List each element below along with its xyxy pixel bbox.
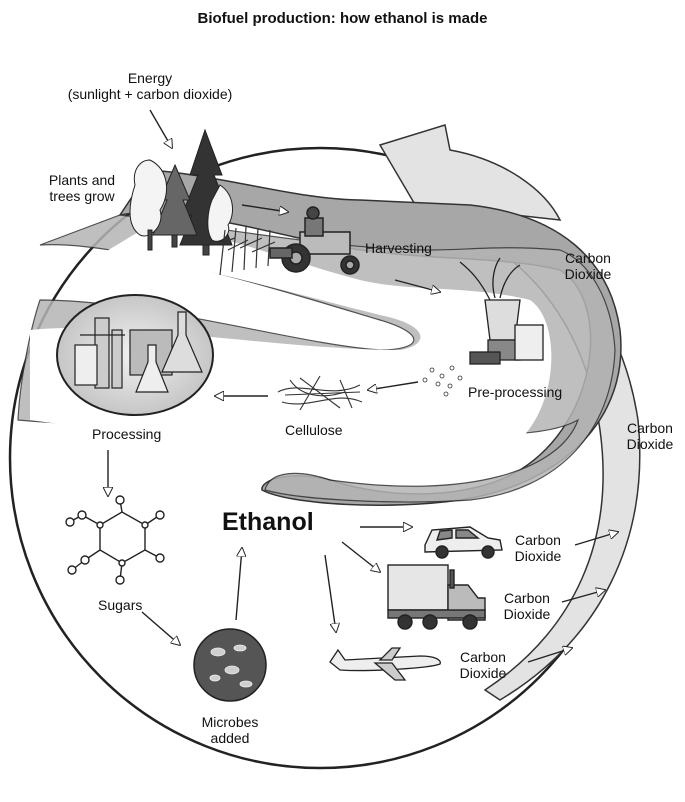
preprocess-to-cellulose-arrow — [368, 381, 419, 390]
ethanol-to-plane-arrow — [324, 554, 336, 632]
co2-car-line1: Carbon — [515, 532, 561, 548]
airplane-icon — [329, 647, 441, 681]
harvesting-label: Harvesting — [365, 240, 432, 256]
co2-top-line1: Carbon — [565, 250, 611, 266]
cellulose-label: Cellulose — [285, 422, 343, 438]
plants-label: Plants and trees grow — [38, 172, 126, 204]
energy-arrow — [149, 109, 172, 148]
co2-truck-label: Carbon Dioxide — [494, 590, 560, 622]
co2-mid-line2: Dioxide — [626, 436, 674, 452]
plants-label-line1: Plants and — [48, 172, 116, 188]
co2-plane-line2: Dioxide — [459, 665, 507, 681]
trees-icon — [129, 128, 233, 256]
co2-car-label: Carbon Dioxide — [505, 532, 571, 564]
flow-arrows — [108, 109, 618, 663]
energy-label-line1: Energy — [127, 70, 173, 86]
co2-plane-line1: Carbon — [460, 649, 506, 665]
co2-car-line2: Dioxide — [514, 548, 562, 564]
sugars-label: Sugars — [98, 597, 143, 613]
sugars-to-microbes-arrow — [141, 611, 180, 645]
microbes-label-line2: added — [210, 730, 250, 746]
truck-co2-arrow — [561, 590, 605, 603]
car-co2-arrow — [574, 532, 618, 546]
co2-mid-line1: Carbon — [627, 420, 673, 436]
tractor-icon — [269, 206, 360, 275]
molecule-icon — [65, 495, 165, 585]
co2-truck-line1: Carbon — [504, 590, 550, 606]
trees-to-harvest-arrow — [241, 204, 288, 212]
ethanol-to-truck-arrow — [341, 541, 380, 572]
harvest-to-preprocess-arrow — [394, 279, 440, 292]
microbe-icon — [193, 628, 267, 702]
co2-mid-label: Carbon Dioxide — [618, 420, 682, 452]
processing-label: Processing — [92, 426, 162, 442]
microbes-to-ethanol-arrow — [235, 548, 242, 621]
grinder-icon — [422, 257, 544, 397]
microbes-label: Microbes added — [190, 714, 270, 746]
co2-top-label: Carbon Dioxide — [555, 250, 621, 282]
car-icon — [424, 526, 503, 559]
co2-truck-line2: Dioxide — [503, 606, 551, 622]
fibers-icon — [277, 375, 363, 411]
co2-top-line2: Dioxide — [564, 266, 612, 282]
energy-label: Energy (sunlight + carbon dioxide) — [55, 70, 245, 102]
co2-plane-label: Carbon Dioxide — [450, 649, 516, 681]
truck-icon — [387, 564, 486, 630]
lab-icon — [56, 294, 214, 416]
microbes-label-line1: Microbes — [201, 714, 259, 730]
plants-label-line2: trees grow — [49, 188, 115, 204]
diagram-title: Biofuel production: how ethanol is made — [197, 10, 488, 27]
ethanol-label: Ethanol — [222, 508, 314, 536]
plane-co2-arrow — [527, 648, 572, 663]
corn-icon — [214, 225, 276, 276]
preprocessing-label: Pre-processing — [468, 384, 563, 400]
energy-label-line2: (sunlight + carbon dioxide) — [67, 86, 233, 102]
